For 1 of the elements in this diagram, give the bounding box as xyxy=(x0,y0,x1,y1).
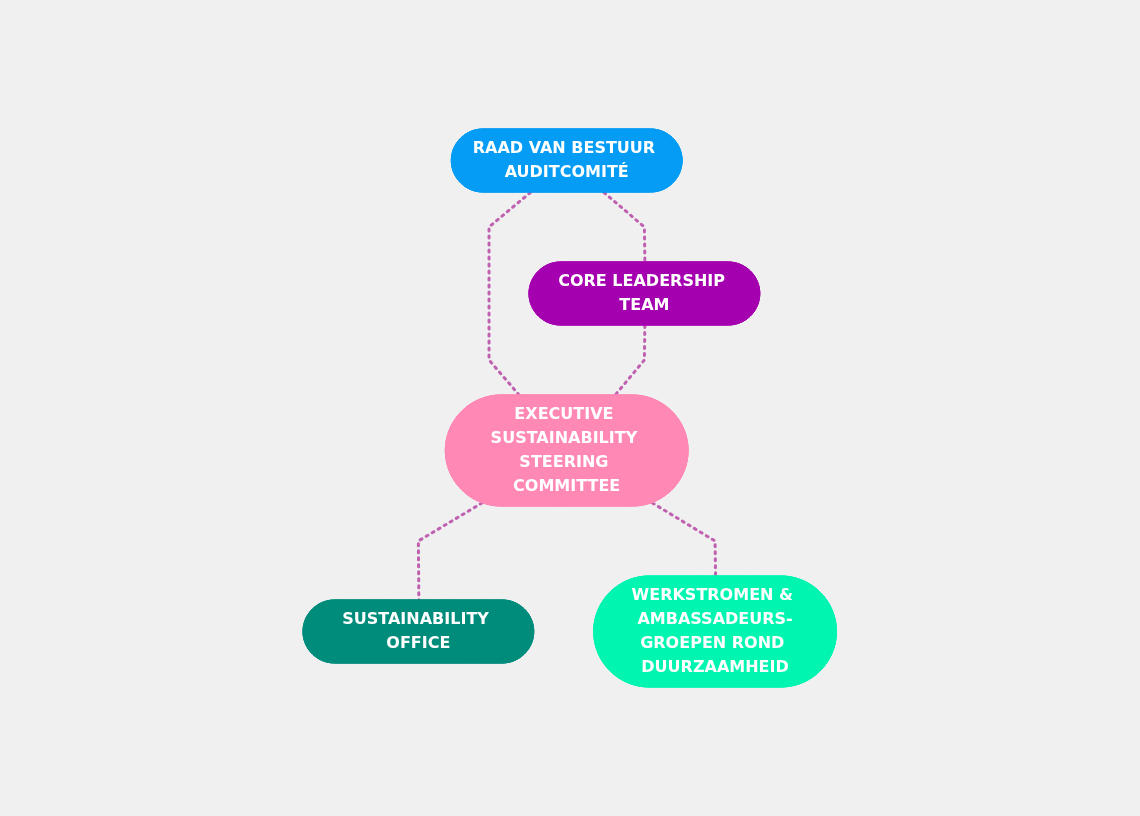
connector xyxy=(602,191,647,264)
